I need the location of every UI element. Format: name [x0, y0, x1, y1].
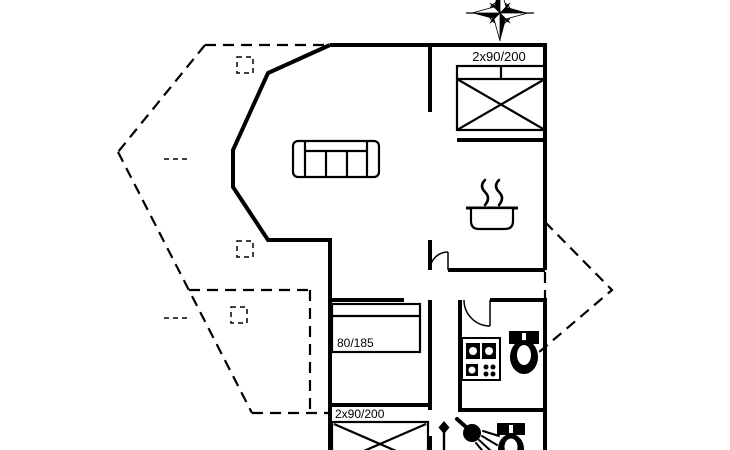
toilet-lower-icon [497, 423, 525, 450]
water-tap-valve-icon [438, 421, 450, 450]
washing-machine-icon [461, 337, 501, 381]
walls [231, 43, 547, 450]
single-bed-icon [330, 302, 422, 354]
double-bed-top-icon [455, 64, 547, 132]
sofa-icon [291, 139, 381, 179]
pot-with-steam-icon [466, 178, 518, 231]
door-arcs [429, 251, 491, 327]
bed-middle-label: 80/185 [337, 336, 374, 350]
terrace-post [236, 56, 254, 74]
toilet-upper-icon [509, 331, 539, 374]
shower-icon [455, 417, 500, 450]
terrace-post [236, 240, 254, 258]
bed-bottom-label: 2x90/200 [335, 407, 385, 421]
bed-top-label: 2x90/200 [472, 49, 526, 64]
double-bed-bottom-icon [330, 420, 430, 450]
terrace-dashed-outline [117, 43, 614, 415]
terrace-post [230, 306, 248, 324]
compass-rose-icon [466, 0, 534, 42]
